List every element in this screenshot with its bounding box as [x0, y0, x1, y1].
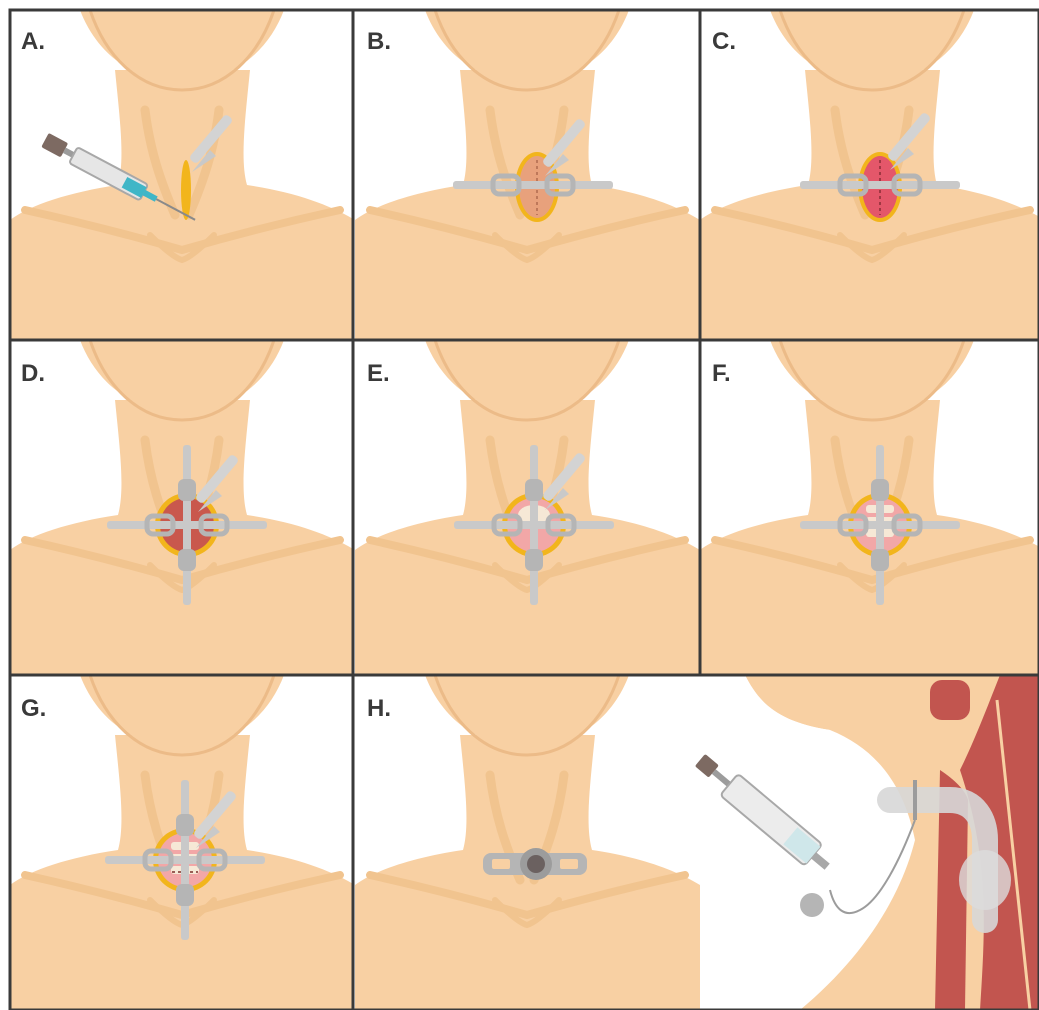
panel-label-f: F. — [712, 362, 731, 386]
panel-a-illustration — [10, 10, 355, 350]
panel-e-illustration — [355, 340, 700, 680]
panel-label-h: H. — [367, 697, 391, 721]
panel-h-illustration — [355, 675, 1039, 1010]
panel-label-e: E. — [367, 362, 390, 386]
panel-f-illustration — [700, 340, 1039, 680]
panel-label-a: A. — [21, 30, 45, 54]
panel-label-c: C. — [712, 30, 736, 54]
panel-label-d: D. — [21, 362, 45, 386]
panel-b-illustration — [355, 10, 700, 350]
panel-label-b: B. — [367, 30, 391, 54]
panel-d-illustration — [10, 340, 355, 680]
panel-label-g: G. — [21, 697, 46, 721]
panel-c-illustration — [700, 10, 1039, 350]
panel-g-illustration — [10, 675, 355, 1010]
